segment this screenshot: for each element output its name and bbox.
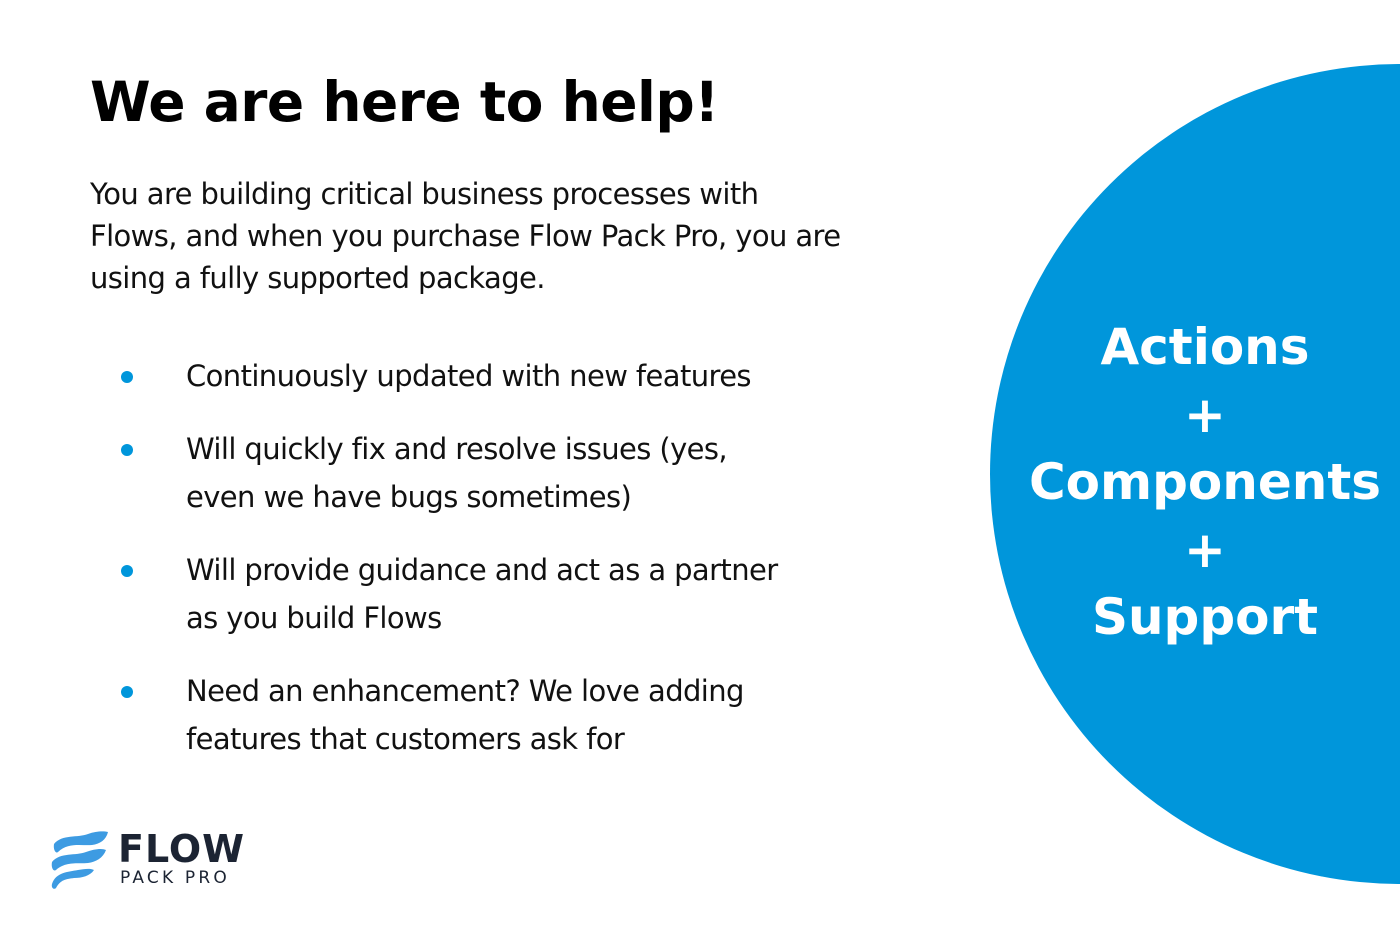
list-item: Need an enhancement? We love adding feat… [0,667,778,763]
list-item-text: as you build Flows [186,601,442,635]
flow-pack-pro-logo: FLOW PACK PRO [48,828,245,890]
circle-line-plus: + [1184,385,1226,444]
circle-line-plus: + [1184,520,1226,579]
list-item-text: Need an enhancement? We love adding [186,674,744,708]
feature-list: Continuously updated with new features W… [0,352,778,788]
list-item-text: Continuously updated with new features [186,359,752,393]
list-item: Will quickly fix and resolve issues (yes… [0,425,778,521]
bullet-icon [121,444,133,456]
circle-line-actions: Actions [1100,318,1310,376]
list-item-text: even we have bugs sometimes) [186,480,632,514]
flow-wave-logo-icon [51,831,108,889]
list-item-text: Will provide guidance and act as a partn… [186,553,778,587]
circle-line-support: Support [1091,588,1319,646]
list-item: Will provide guidance and act as a partn… [0,546,778,642]
list-item-text: Will quickly fix and resolve issues (yes… [186,432,728,466]
page-title: We are here to help! [90,70,719,134]
list-item-text: features that customers ask for [186,722,625,756]
intro-paragraph: You are building critical business proce… [90,173,990,299]
intro-line: Flows, and when you purchase Flow Pack P… [90,219,841,253]
list-item: Continuously updated with new features [0,352,778,400]
bullet-icon [121,371,133,383]
bullet-icon [121,565,133,577]
intro-line: You are building critical business proce… [90,177,759,211]
logo-title: FLOW [118,827,246,871]
bullet-icon [121,686,133,698]
circle-caption: Actions + Components + Support [1005,314,1400,652]
intro-line: using a fully supported package. [90,261,545,295]
circle-line-components: Components [1028,453,1382,511]
logo-subtitle: PACK PRO [120,868,230,888]
